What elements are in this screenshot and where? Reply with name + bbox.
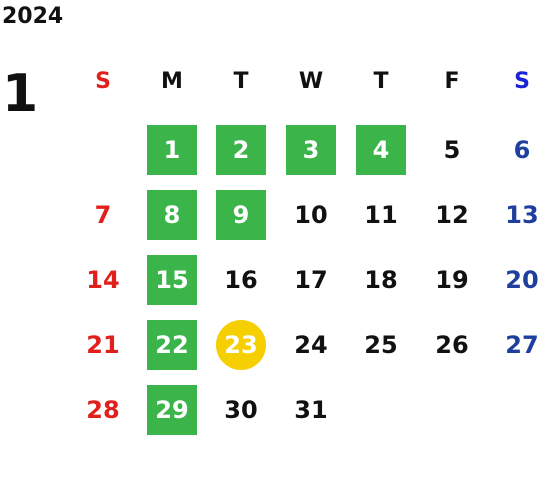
day-cell-5[interactable]: 5 [443, 136, 461, 164]
day-cell-28[interactable]: 28 [86, 396, 120, 424]
weekday-header-2: T [233, 68, 249, 94]
day-cell-13[interactable]: 13 [505, 201, 539, 229]
day-cell-26[interactable]: 26 [435, 331, 469, 359]
day-cell-2[interactable]: 2 [216, 125, 266, 175]
day-cell-23[interactable]: 23 [216, 320, 266, 370]
weekday-header-5: F [444, 68, 460, 94]
day-cell-14[interactable]: 14 [86, 266, 120, 294]
day-cell-1[interactable]: 1 [147, 125, 197, 175]
weekday-header-3: W [298, 68, 324, 94]
day-cell-20[interactable]: 20 [505, 266, 539, 294]
day-cell-16[interactable]: 16 [224, 266, 258, 294]
day-cell-9[interactable]: 9 [216, 190, 266, 240]
day-cell-11[interactable]: 11 [364, 201, 398, 229]
day-cell-22[interactable]: 22 [147, 320, 197, 370]
weekday-header-4: T [373, 68, 389, 94]
day-cell-21[interactable]: 21 [86, 331, 120, 359]
day-cell-4[interactable]: 4 [356, 125, 406, 175]
month-number: 1 [2, 64, 39, 124]
day-cell-12[interactable]: 12 [435, 201, 469, 229]
day-cell-27[interactable]: 27 [505, 331, 539, 359]
day-cell-15[interactable]: 15 [147, 255, 197, 305]
day-cell-24[interactable]: 24 [294, 331, 328, 359]
day-cell-6[interactable]: 6 [513, 136, 531, 164]
day-cell-19[interactable]: 19 [435, 266, 469, 294]
day-cell-8[interactable]: 8 [147, 190, 197, 240]
day-cell-10[interactable]: 10 [294, 201, 328, 229]
weekday-header-6: S [514, 68, 530, 94]
day-cell-7[interactable]: 7 [94, 201, 112, 229]
day-cell-18[interactable]: 18 [364, 266, 398, 294]
day-cell-25[interactable]: 25 [364, 331, 398, 359]
weekday-header-1: M [161, 68, 183, 94]
day-cell-17[interactable]: 17 [294, 266, 328, 294]
weekday-header-0: S [95, 68, 111, 94]
day-cell-29[interactable]: 29 [147, 385, 197, 435]
year-label: 2024 [2, 4, 64, 29]
day-cell-3[interactable]: 3 [286, 125, 336, 175]
day-cell-31[interactable]: 31 [294, 396, 328, 424]
day-cell-30[interactable]: 30 [224, 396, 258, 424]
